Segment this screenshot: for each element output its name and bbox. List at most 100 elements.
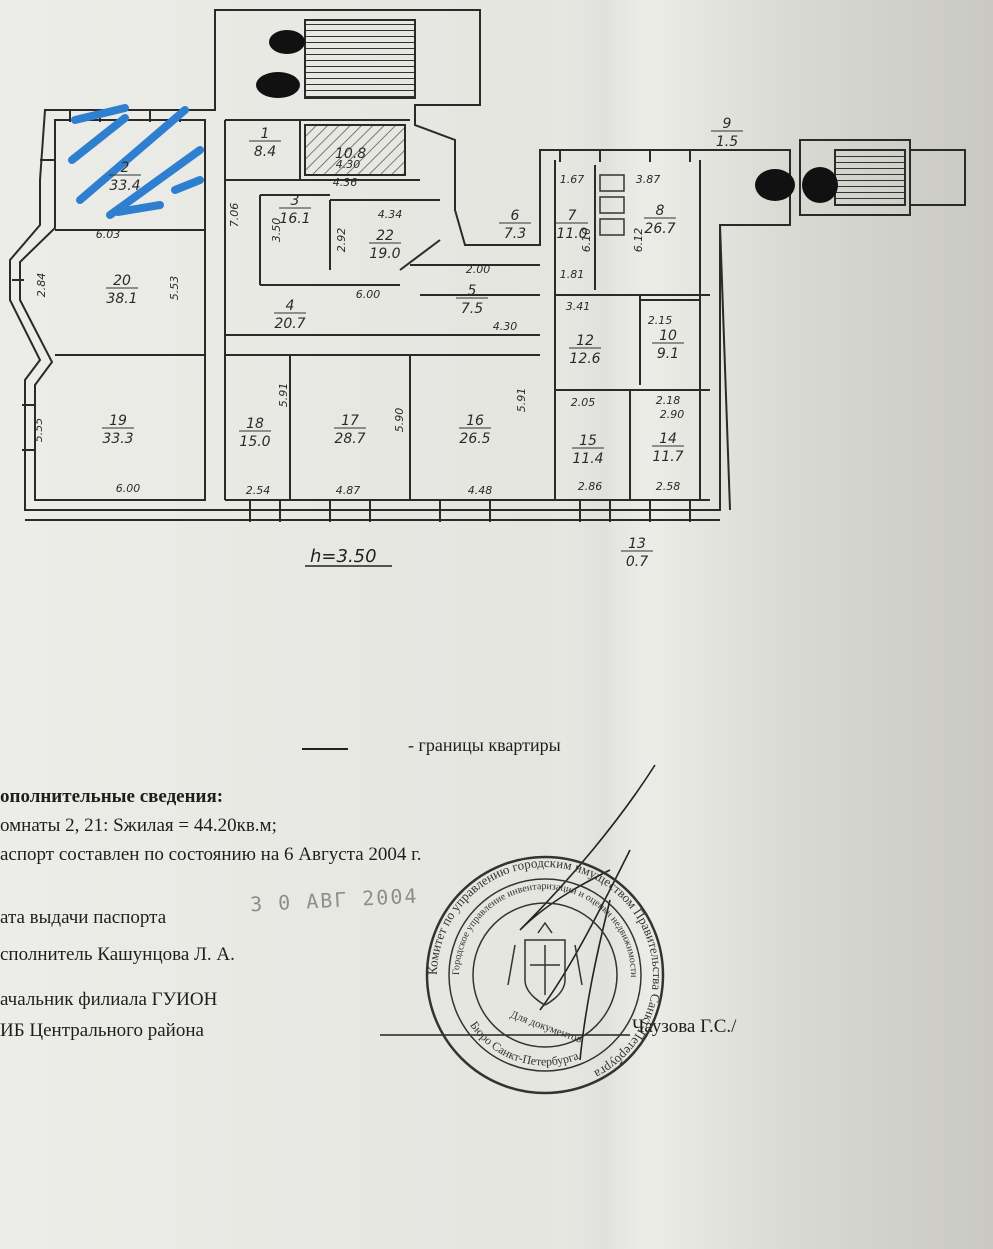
- dimension-label: 6.00: [116, 482, 141, 495]
- room-extra-area: 10.8: [335, 146, 366, 162]
- dimension-label: 1.81: [560, 268, 585, 281]
- dimension-label: 3.87: [636, 173, 661, 186]
- room-area-10: 9.1: [657, 346, 679, 362]
- info-passport-line: аспорт составлен по состоянию на 6 Авгус…: [0, 844, 422, 865]
- dimension-label: 1.67: [560, 173, 585, 186]
- room-number-5: 5: [468, 283, 477, 299]
- room-number-22: 22: [376, 228, 394, 244]
- dimension-label: 6.00: [356, 288, 381, 301]
- dimension-label: 6.10: [580, 228, 593, 253]
- room-area-19: 33.3: [102, 431, 133, 447]
- room-area-5: 7.5: [461, 301, 483, 317]
- dimension-labels: 6.03 2.84 5.53 5.55 6.00 2.54 4.87 4.48 2.86 2.58…: [32, 158, 684, 497]
- room-labels: 1 8.4 2 33.4 3 16.1 4 20.7 5 7.5 6 7.3 7 11.0 8 26.7 9 1.…: [102, 116, 743, 570]
- room-number-18: 18: [246, 416, 264, 432]
- room-area-22: 19.0: [369, 246, 400, 262]
- dimension-label: 2.00: [466, 263, 491, 276]
- dimension-label: 2.15: [648, 314, 673, 327]
- room-number-16: 16: [466, 413, 484, 429]
- room-number-1: 1: [261, 126, 270, 142]
- room-number-15: 15: [579, 433, 597, 449]
- room-area-14: 11.7: [652, 449, 683, 465]
- dimension-label: 4.36: [333, 176, 358, 189]
- room-number-6: 6: [511, 208, 520, 224]
- room-number-2: 2: [121, 160, 130, 176]
- room-area-18: 15.0: [239, 434, 270, 450]
- dimension-label: 2.86: [578, 480, 603, 493]
- room-area-15: 11.4: [572, 451, 603, 467]
- hatched-room: [304, 124, 406, 176]
- room-number-20: 20: [113, 273, 131, 289]
- floor-plan: 1 8.4 2 33.4 3 16.1 4 20.7 5 7.5 6 7.3 7 11.0 8 26.7 9 1.…: [9, 9, 966, 570]
- dimension-label: 4.30: [493, 320, 518, 333]
- room-area-20: 38.1: [106, 291, 137, 307]
- room-number-7: 7: [568, 208, 577, 224]
- ceiling-height: h=3.50: [310, 546, 377, 567]
- dimension-label: 5.55: [32, 418, 45, 443]
- room-number-4: 4: [286, 298, 295, 314]
- head-line-1: ачальник филиала ГУИОН: [0, 989, 218, 1010]
- dimension-label: 2.05: [571, 396, 596, 409]
- room-area-12: 12.6: [569, 351, 600, 367]
- room-number-17: 17: [341, 413, 359, 429]
- room-area-4: 20.7: [274, 316, 305, 332]
- room-number-9: 9: [723, 116, 732, 132]
- room-number-14: 14: [659, 431, 677, 447]
- legend-text: - границы квартиры: [408, 735, 561, 755]
- dimension-label: 4.34: [378, 208, 403, 221]
- signatory-name: Чаузова Г.С./: [632, 1016, 737, 1037]
- stairs-right: [834, 149, 906, 206]
- seal-center-text: Для документов: [508, 1009, 583, 1046]
- room-area-17: 28.7: [334, 431, 365, 447]
- room-area-6: 7.3: [504, 226, 526, 242]
- info-rooms-line: омнаты 2, 21: Sжилая = 44.20кв.м;: [0, 815, 277, 836]
- room-number-8: 8: [656, 203, 665, 219]
- room-area-1: 8.4: [254, 144, 276, 160]
- dimension-label: 2.84: [35, 273, 48, 298]
- dimension-label: 4.48: [468, 484, 493, 497]
- dimension-label: 2.58: [656, 480, 681, 493]
- redaction-marks: [256, 30, 838, 203]
- dimension-label: 5.53: [168, 276, 181, 301]
- inner-wall-left: [19, 119, 206, 501]
- executor-line: сполнитель Кашунцова Л. А.: [0, 944, 235, 965]
- official-seal: Комитет по управлению городским имуществ…: [425, 855, 665, 1095]
- dimension-label: 4.30: [336, 158, 361, 171]
- room-number-19: 19: [109, 413, 127, 429]
- dimension-label: 5.91: [515, 388, 528, 413]
- signature: [380, 764, 656, 1061]
- room-area-7: 11.0: [556, 226, 587, 242]
- dimension-label: 6.03: [96, 228, 121, 241]
- room-area-2: 33.4: [109, 178, 140, 194]
- outer-wall: [9, 9, 791, 511]
- room-area-8: 26.7: [644, 221, 675, 237]
- room-number-10: 10: [659, 328, 677, 344]
- room-area-9: 1.5: [716, 134, 738, 150]
- dimension-label: 3.41: [566, 300, 591, 313]
- issue-date-label: ата выдачи паспорта: [0, 907, 167, 928]
- room-number-3: 3: [291, 193, 300, 209]
- dimension-label: 2.90: [660, 408, 685, 421]
- apartment-border-legend-line: [302, 748, 348, 750]
- room-number-12: 12: [576, 333, 594, 349]
- dimension-label: 7.06: [228, 203, 241, 228]
- seal-coat-of-arms-icon: [507, 921, 583, 1006]
- room-area-13: 0.7: [626, 554, 648, 570]
- head-line-2: ИБ Центрального района: [0, 1020, 204, 1041]
- dimension-label: 2.92: [335, 228, 348, 253]
- room-area-3: 16.1: [279, 211, 310, 227]
- room-area-16: 26.5: [459, 431, 490, 447]
- dimension-label: 2.54: [246, 484, 271, 497]
- room-number-13: 13: [628, 536, 646, 552]
- dimension-label: 6.12: [632, 228, 645, 253]
- dimension-label: 5.91: [277, 383, 290, 408]
- dimension-label: 5.90: [393, 408, 406, 433]
- stove-icon: [599, 174, 625, 236]
- info-heading: ополнительные сведения:: [0, 786, 224, 807]
- marker-highlight: [68, 104, 204, 219]
- dimension-label: 4.87: [336, 484, 361, 497]
- stairs-top: [304, 19, 416, 99]
- dimension-label: 2.18: [656, 394, 681, 407]
- dimension-label: 3.50: [270, 218, 283, 243]
